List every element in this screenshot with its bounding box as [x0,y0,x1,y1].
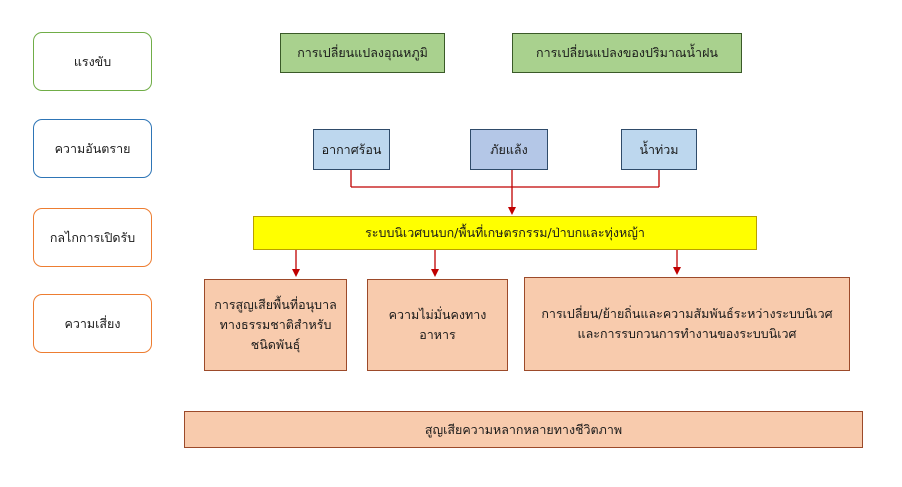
side-label-mechanisms: กลไกการเปิดรับ [33,208,152,267]
driver-temperature-box: การเปลี่ยนแปลงอุณหภูมิ [280,33,445,73]
side-label-drivers: แรงขับ [33,32,152,91]
mechanism-text: ระบบนิเวศบนบก/พื้นที่เกษตรกรรม/ป่าบกและท… [365,225,645,240]
risk-habitat-loss-line-3: ชนิดพันธุ์ [250,337,301,352]
hazard-flood-text: น้ำท่วม [639,141,679,157]
hazard-drought-box: ภัยแล้ง [470,129,548,170]
side-label-drivers-text: แรงขับ [73,53,112,69]
risk-habitat-loss-line-2: ทางธรรมชาติสำหรับ [219,317,332,332]
risk-ecosystem-change-box: การเปลี่ยน/ย้ายถิ่นและความสัมพันธ์ระหว่า… [524,277,850,371]
side-label-risks: ความเสี่ยง [33,294,152,353]
driver-rainfall-box: การเปลี่ยนแปลงของปริมาณน้ำฝน [512,33,742,73]
risk-ecosystem-change-line-1: การเปลี่ยน/ย้ายถิ่นและความสัมพันธ์ระหว่า… [541,306,833,321]
side-label-hazards: ความอันตราย [33,119,152,178]
risk-food-insecurity-box: ความไม่มั่นคงทาง อาหาร [367,279,508,371]
mechanism-box: ระบบนิเวศบนบก/พื้นที่เกษตรกรรม/ป่าบกและท… [253,216,757,250]
hazard-flood-box: น้ำท่วม [621,129,697,170]
side-label-mechanisms-text: กลไกการเปิดรับ [49,229,136,245]
risk-ecosystem-change-line-2: และการรบกวนการทำงานของระบบนิเวศ [577,326,797,341]
driver-rainfall-text: การเปลี่ยนแปลงของปริมาณน้ำฝน [536,45,718,60]
hazard-heat-box: อากาศร้อน [313,129,390,170]
risk-food-insecurity-line-1: ความไม่มั่นคงทาง [388,307,487,322]
risk-habitat-loss-line-1: การสูญเสียพื้นที่อนุบาล [214,297,337,312]
risk-habitat-loss-box: การสูญเสียพื้นที่อนุบาล ทางธรรมชาติสำหรั… [204,279,347,371]
hazard-drought-text: ภัยแล้ง [490,141,528,157]
side-label-hazards-text: ความอันตราย [54,140,131,156]
hazard-heat-text: อากาศร้อน [321,141,382,157]
risk-food-insecurity-line-2: อาหาร [419,327,456,342]
side-label-risks-text: ความเสี่ยง [64,315,121,331]
outcome-box: สูญเสียความหลากหลายทางชีวิตภาพ [184,411,863,448]
outcome-text: สูญเสียความหลากหลายทางชีวิตภาพ [424,421,623,437]
driver-temperature-text: การเปลี่ยนแปลงอุณหภูมิ [297,45,428,60]
